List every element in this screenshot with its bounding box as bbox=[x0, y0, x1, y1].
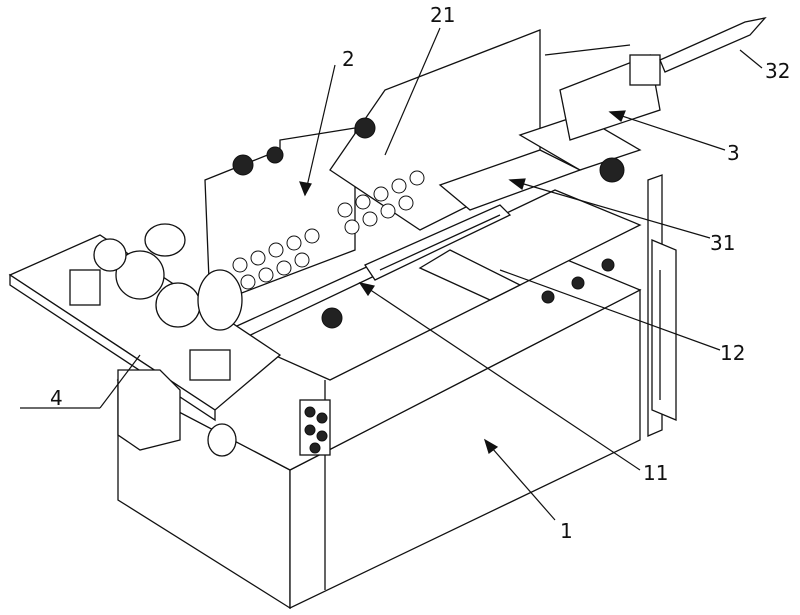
cutter-assembly-3 bbox=[438, 16, 767, 211]
label-12: 12 bbox=[720, 341, 745, 365]
label-32: 32 bbox=[765, 59, 790, 83]
label-11: 11 bbox=[643, 461, 668, 485]
gear-platform-4 bbox=[8, 223, 282, 451]
top-deck bbox=[238, 189, 642, 381]
label-1: 1 bbox=[560, 519, 573, 543]
label-21: 21 bbox=[430, 3, 455, 27]
label-3: 3 bbox=[727, 141, 740, 165]
label-31: 31 bbox=[710, 231, 735, 255]
label-4: 4 bbox=[50, 386, 63, 410]
label-2: 2 bbox=[342, 47, 355, 71]
leader-lines bbox=[20, 27, 763, 521]
side-post bbox=[647, 174, 677, 437]
